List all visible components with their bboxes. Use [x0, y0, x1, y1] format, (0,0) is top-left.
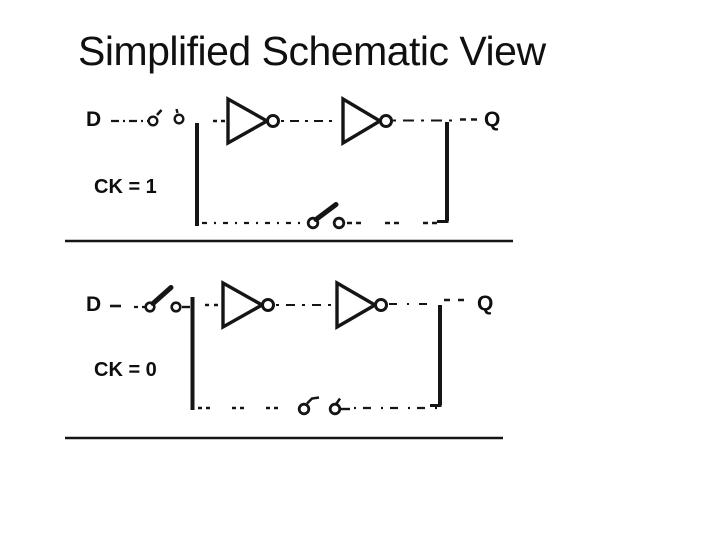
- bottom-input-switch-contact-right: [170, 301, 182, 313]
- bottom-schematic: [65, 280, 503, 440]
- bottom-clock-label: CK = 0: [94, 359, 157, 381]
- bottom-input-label: D: [86, 293, 102, 316]
- top-input-switch-contact-left: [147, 115, 159, 127]
- bottom-inverter2-bubble: [374, 298, 388, 312]
- top-output-label: Q: [484, 108, 501, 131]
- top-schematic: [65, 96, 513, 243]
- top-inverter2-triangle: [341, 96, 384, 146]
- bottom-input-switch-lever-open-icon: [150, 285, 174, 306]
- top-input-switch-contact-right: [173, 113, 185, 125]
- top-feedback-switch-lever-open-icon: [313, 202, 339, 222]
- top-feedback-switch-contact-right: [332, 216, 346, 230]
- bottom-inverter1-bubble: [261, 298, 275, 312]
- bottom-inverter2-triangle: [335, 280, 379, 330]
- bottom-feedback-switch-contact-right: [328, 402, 342, 416]
- top-inverter1-triangle: [226, 96, 271, 146]
- top-clock-label: CK = 1: [94, 176, 157, 198]
- bottom-feedback-switch-tick-left-icon: [306, 396, 320, 405]
- bottom-inverter1-triangle: [221, 280, 266, 330]
- bottom-feedback-switch-tick-right-icon: [335, 397, 342, 405]
- top-inverter1-bubble: [266, 114, 280, 128]
- bottom-feedback-switch-contact-left: [297, 402, 311, 416]
- top-input-label: D: [86, 108, 102, 131]
- top-input-switch-lever-icon: [156, 109, 163, 116]
- bottom-output-label: Q: [477, 292, 494, 315]
- top-inverter2-bubble: [379, 114, 393, 128]
- top-input-switch-tick-icon: [175, 108, 179, 114]
- slide-title: Simplified Schematic View: [78, 28, 546, 74]
